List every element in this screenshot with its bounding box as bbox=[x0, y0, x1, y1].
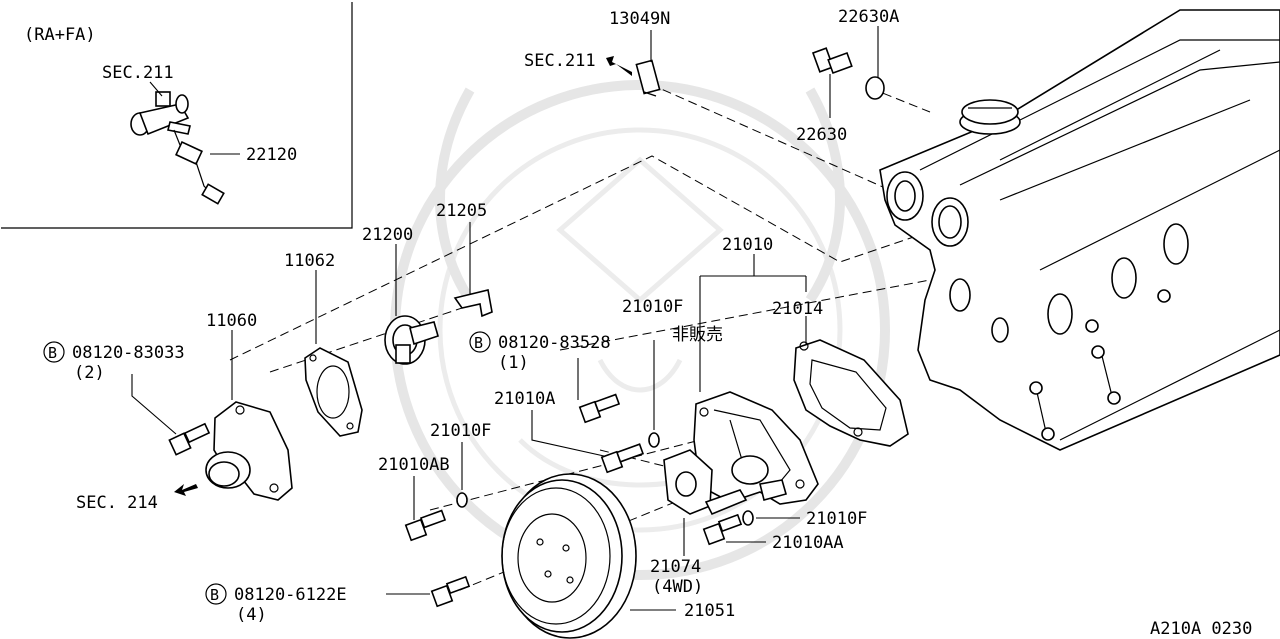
part-13049n-plug bbox=[635, 59, 661, 97]
diagram-code: A210A 0230 bbox=[1150, 619, 1252, 639]
label-bolt-08120-6122e: 08120-6122E bbox=[234, 585, 347, 605]
badge-b1-icon bbox=[43, 341, 65, 363]
part-21010aa-bolt bbox=[702, 513, 743, 546]
label-13049n: 13049N bbox=[609, 9, 670, 29]
label-bolt-08120-83033-qty: (2) bbox=[74, 363, 105, 383]
ref-sec-211: SEC.211 bbox=[524, 51, 596, 71]
label-11060: 11060 bbox=[206, 311, 257, 331]
part-11060-water-inlet bbox=[205, 401, 293, 501]
badge-b1-letter: B bbox=[48, 344, 57, 362]
part-11062-gasket bbox=[304, 347, 363, 437]
label-21010f-mid: 21010F bbox=[430, 421, 491, 441]
ref-sec-214: SEC. 214 bbox=[76, 493, 158, 513]
bolt-08120-83033 bbox=[168, 422, 211, 456]
inset-coolant-fitting bbox=[130, 91, 191, 136]
label-21074-note: (4WD) bbox=[652, 577, 703, 597]
label-21010f-top: 21010F bbox=[622, 297, 683, 317]
label-bolt-08120-83528-qty: (1) bbox=[498, 353, 529, 373]
part-21010f-washer-top bbox=[648, 432, 660, 448]
badge-b3-icon bbox=[205, 583, 227, 605]
label-22630a: 22630A bbox=[838, 7, 899, 27]
inset-sec-ref: SEC.211 bbox=[102, 63, 174, 83]
label-not-for-sale: 非販売 bbox=[672, 325, 723, 345]
watermark-logo bbox=[390, 80, 890, 580]
arrow-sec-214-icon bbox=[174, 484, 198, 496]
part-21010f-washer-right bbox=[742, 510, 754, 526]
part-21010-water-pump bbox=[663, 391, 819, 515]
bolt-08120-6122e bbox=[430, 575, 471, 608]
part-21200-thermostat bbox=[384, 315, 439, 365]
part-21014-gasket bbox=[793, 339, 909, 447]
label-21200: 21200 bbox=[362, 225, 413, 245]
label-21205: 21205 bbox=[436, 201, 487, 221]
label-21010: 21010 bbox=[722, 235, 773, 255]
inset-box: (RA+FA) SEC.211 22120 bbox=[1, 2, 353, 229]
label-21014: 21014 bbox=[772, 299, 823, 319]
badge-b2-icon bbox=[469, 331, 491, 353]
part-21205-bracket bbox=[453, 289, 493, 318]
badge-b2-letter: B bbox=[474, 334, 483, 352]
inset-temp-sensor bbox=[173, 129, 225, 205]
part-21074-plate bbox=[704, 479, 787, 516]
badge-b3-letter: B bbox=[210, 586, 219, 604]
label-bolt-08120-83033: 08120-83033 bbox=[72, 343, 185, 363]
arrow-sec-211-icon bbox=[606, 56, 632, 76]
label-11062: 11062 bbox=[284, 251, 335, 271]
part-21010a-bolt bbox=[600, 443, 645, 474]
part-21051-pulley bbox=[501, 473, 637, 639]
inset-variant-label: (RA+FA) bbox=[24, 25, 96, 45]
label-21010aa: 21010AA bbox=[772, 533, 844, 553]
part-21010f-washer-mid bbox=[456, 492, 468, 508]
label-22630: 22630 bbox=[796, 125, 847, 145]
label-bolt-08120-83528: 08120-83528 bbox=[498, 333, 611, 353]
label-21010ab: 21010AB bbox=[378, 455, 450, 475]
label-21010a: 21010A bbox=[494, 389, 555, 409]
bolt-08120-83528 bbox=[578, 393, 621, 424]
label-21051: 21051 bbox=[684, 601, 735, 621]
label-bolt-08120-6122e-qty: (4) bbox=[236, 605, 267, 625]
inset-sensor-part: 22120 bbox=[246, 145, 297, 165]
part-22630a-o-ring bbox=[865, 76, 885, 100]
part-21010ab-bolt bbox=[404, 509, 447, 542]
label-21010f-right: 21010F bbox=[806, 509, 867, 529]
engine-block bbox=[879, 9, 1280, 451]
label-21074: 21074 bbox=[650, 557, 701, 577]
part-22630-sensor bbox=[811, 47, 853, 75]
